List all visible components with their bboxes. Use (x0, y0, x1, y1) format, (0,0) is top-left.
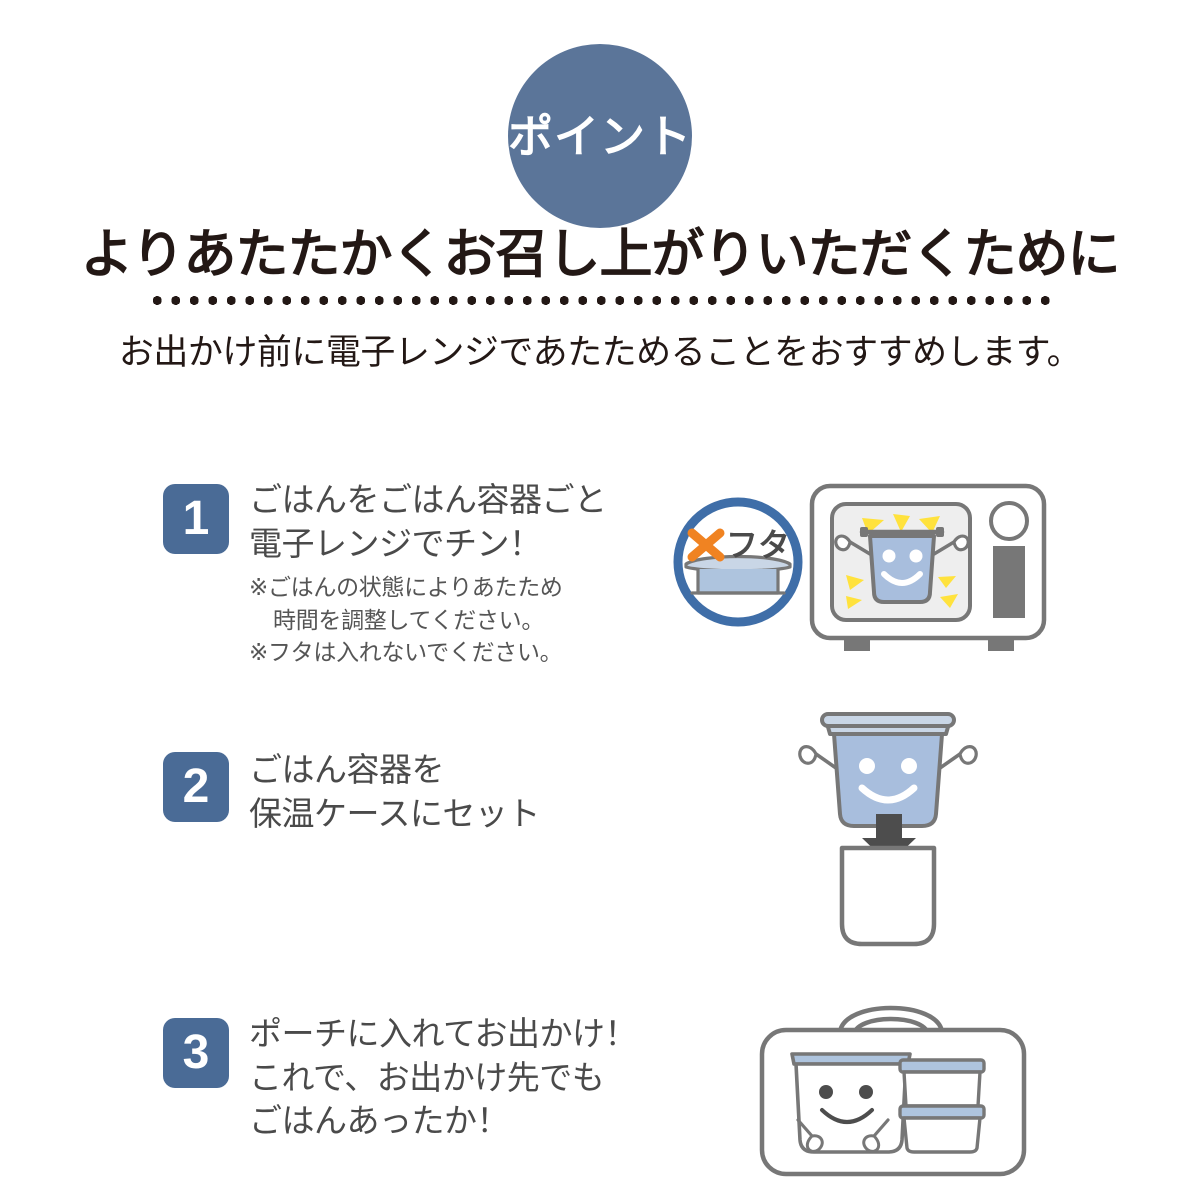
step-1-text: ごはんをごはん容器ごと 電子レンジでチン！ ※ごはんの状態によりあたため 時間を… (249, 478, 607, 669)
page-title: よりあたたかくお召し上がりいただくために (80, 225, 1121, 284)
side-container-top (898, 1058, 986, 1108)
container-body (832, 732, 944, 828)
pouch-illustration (748, 992, 1038, 1187)
container-body (868, 534, 936, 604)
step-1-title-line-1: ごはんをごはん容器ごと (249, 481, 607, 518)
heart-hand-right (952, 534, 970, 552)
cross-icon (687, 528, 725, 562)
heart-hand-left (798, 745, 818, 765)
step-1-note-line-1: ※ごはんの状態によりあたため (249, 574, 563, 601)
microwave-illustration (806, 480, 1056, 670)
microwave-panel (993, 546, 1025, 618)
side-container-bottom-body (902, 1116, 982, 1154)
arm-left (848, 540, 872, 556)
step-1: 1 ごはんをごはん容器ごと 電子レンジでチン！ ※ごはんの状態によりあたため 時… (0, 470, 1200, 690)
step-2-number: 2 (163, 752, 229, 822)
heart-hand-left (834, 534, 852, 552)
smile (820, 1108, 874, 1124)
step-2-title-line-2: 保温ケースにセット (249, 794, 540, 832)
step-1-number: 1 (163, 484, 229, 554)
page-subtitle: お出かけ前に電子レンジであたためることをおすすめします。 (118, 333, 1082, 372)
arm-right (938, 752, 962, 770)
arm-left (796, 1118, 814, 1138)
side-container-top-body (902, 1070, 982, 1108)
eye-right (859, 1085, 873, 1099)
pouch-rice-container (790, 1052, 912, 1154)
smile (858, 784, 918, 804)
step-3-text: ポーチに入れてお出かけ！ これで、お出かけ先でも ごはんあったか！ (249, 1012, 638, 1143)
eye-left (819, 1085, 833, 1099)
no-lid-label: フタ (726, 527, 790, 563)
lidded-container-character (798, 712, 978, 828)
step-2: 2 ごはん容器を 保温ケースにセット (0, 690, 1200, 970)
point-badge-label: ポイント (508, 110, 693, 162)
set-into-case-illustration (778, 696, 998, 966)
arm-right (872, 1118, 890, 1138)
side-container-top-lid (898, 1058, 986, 1074)
microwave-foot-left (844, 638, 870, 651)
eye-right (909, 549, 923, 563)
heart-hand-left (805, 1134, 824, 1153)
microwave-knob (989, 501, 1029, 541)
container-lid-rim (820, 712, 956, 728)
eye-left (859, 758, 875, 774)
no-lid-badge-illustration: フタ (668, 492, 808, 632)
lid-shape (684, 554, 792, 595)
step-3-title-line-3: ごはんあったか！ (249, 1102, 510, 1140)
step-3-title-line-2: これで、お出かけ先でも (249, 1058, 605, 1096)
step-3-title-line-1: ポーチに入れてお出かけ！ (249, 1015, 638, 1052)
pouch-handle-outer (837, 1005, 945, 1035)
step-2-title-line-1: ごはん容器を (249, 751, 444, 788)
insulated-case (839, 845, 937, 947)
step-1-note-line-3: ※フタは入れないでください。 (249, 639, 563, 666)
step-2-text: ごはん容器を 保温ケースにセット (249, 748, 540, 835)
eye-right (901, 758, 917, 774)
point-badge: ポイント (508, 44, 692, 228)
step-3: 3 ポーチに入れてお出かけ！ これで、お出かけ先でも ごはんあったか！ (0, 990, 1200, 1190)
dotted-divider (148, 296, 1054, 305)
side-container-bottom (898, 1104, 986, 1154)
arm-left (814, 752, 838, 770)
arm-right (932, 540, 956, 556)
step-3-number: 3 (163, 1018, 229, 1088)
microwave-foot-right (988, 638, 1014, 651)
eye-left (882, 549, 896, 563)
step-1-note-line-2: 時間を調整してください。 (273, 606, 545, 633)
step-1-title-line-2: 電子レンジでチン！ (249, 524, 542, 562)
heart-hand-right (862, 1134, 881, 1153)
smile (881, 571, 923, 586)
sparkle-group (846, 514, 958, 609)
heart-hand-right (958, 745, 978, 765)
side-container-bottom-lid (898, 1104, 986, 1120)
rice-container-character (834, 527, 970, 604)
